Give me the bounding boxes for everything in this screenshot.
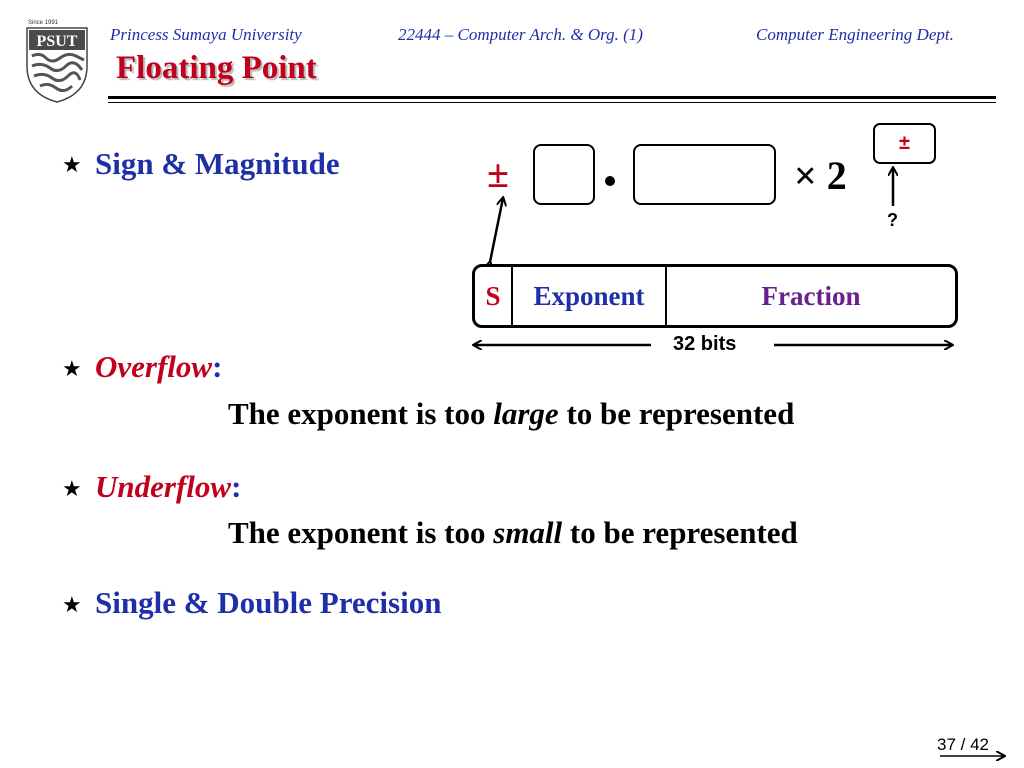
bullet-precision: Single & Double Precision [95, 585, 442, 620]
fraction-box [633, 144, 776, 205]
sign-symbol: ± [487, 151, 509, 196]
overflow-colon: : [212, 349, 223, 384]
bullet-sign-magnitude: Sign & Magnitude [95, 146, 340, 181]
radix-point-dot [605, 176, 615, 186]
underflow-desc-pre: The exponent is too [228, 515, 494, 550]
field-fraction: Fraction [761, 280, 861, 311]
overflow-desc-pre: The exponent is too [228, 396, 494, 431]
header-department: Computer Engineering Dept. [756, 25, 954, 44]
star-bullet-icon: ★ [62, 356, 82, 381]
header-course: 22444 – Computer Arch. & Org. (1) [398, 25, 643, 44]
overflow-description: The exponent is too large to be represen… [228, 396, 794, 432]
header-rule [108, 96, 996, 99]
underflow-term: Underflow [95, 469, 232, 504]
overflow-desc-em: large [493, 396, 559, 431]
overflow-term: Overflow [95, 349, 213, 384]
exponent-sign-box: ± [873, 123, 936, 164]
header-university: Princess Sumaya University [110, 25, 302, 44]
overflow-desc-post: to be represented [558, 396, 795, 431]
logo-acronym: PSUT [37, 33, 78, 50]
field-sign: S [475, 267, 513, 325]
underflow-desc-em: small [493, 515, 563, 550]
integer-digit-box [533, 144, 595, 205]
field-exponent: Exponent [513, 267, 667, 325]
sign-link-arrow [490, 198, 503, 262]
float-bit-field: S Exponent Fraction [472, 264, 958, 328]
bullet-overflow: Overflow: [95, 349, 222, 385]
page-title: Floating Point [116, 50, 317, 86]
logo-tagline: Since 1991 [28, 20, 59, 26]
underflow-description: The exponent is too small to be represen… [228, 515, 798, 551]
bullet-underflow: Underflow: [95, 469, 241, 505]
question-mark: ? [887, 210, 898, 230]
times-two: × 2 [794, 153, 847, 198]
star-bullet-icon: ★ [62, 152, 82, 177]
width-label: 32 bits [673, 333, 737, 355]
psut-logo: Since 1991 PSUT [26, 20, 88, 103]
page-number: 37 / 42 [937, 735, 989, 754]
star-bullet-icon: ★ [62, 592, 82, 617]
underflow-colon: : [231, 469, 242, 504]
header-rule-thin [108, 102, 996, 103]
underflow-desc-post: to be represented [562, 515, 798, 550]
star-bullet-icon: ★ [62, 476, 82, 501]
